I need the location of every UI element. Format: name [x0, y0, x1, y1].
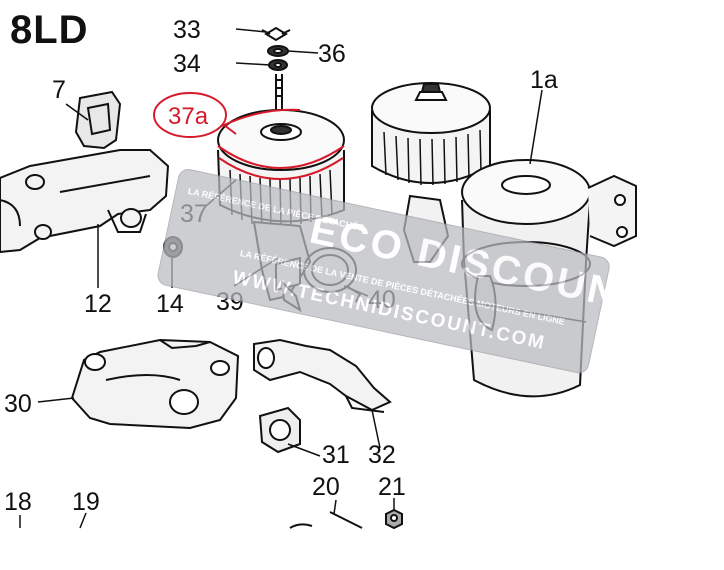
callout-19: 19	[72, 488, 100, 516]
callout-12: 12	[84, 290, 112, 318]
callout-34: 34	[173, 50, 201, 78]
air-filter-rear	[371, 82, 491, 263]
diagram-title: 8LD	[10, 8, 89, 52]
callout-32: 32	[368, 441, 396, 469]
callout-37a: 37a	[168, 103, 209, 130]
callout-1a: 1a	[530, 66, 558, 94]
callout-20: 20	[312, 473, 340, 501]
callout-14: 14	[156, 290, 184, 318]
pipe-elbow-part-32	[253, 338, 392, 413]
callout-18: 18	[4, 488, 32, 516]
callout-36: 36	[318, 40, 346, 68]
callout-31: 31	[322, 441, 350, 469]
callout-21: 21	[378, 473, 406, 501]
callout-33: 33	[173, 16, 201, 44]
gasket-part-7	[74, 90, 122, 150]
exhaust-manifold-part-30	[70, 338, 240, 430]
callout-7: 7	[52, 76, 66, 104]
callout-30: 30	[4, 390, 32, 418]
air-filter-highlight-37a	[153, 92, 345, 180]
flange-gasket-part-31	[258, 406, 301, 454]
nut-part-21	[385, 508, 403, 530]
wing-nut-part-33	[261, 26, 291, 42]
stud-part-20	[289, 511, 363, 529]
washer-part-34	[268, 59, 288, 71]
exhaust-manifold-part-12	[0, 149, 170, 254]
washer-part-36	[267, 45, 289, 57]
